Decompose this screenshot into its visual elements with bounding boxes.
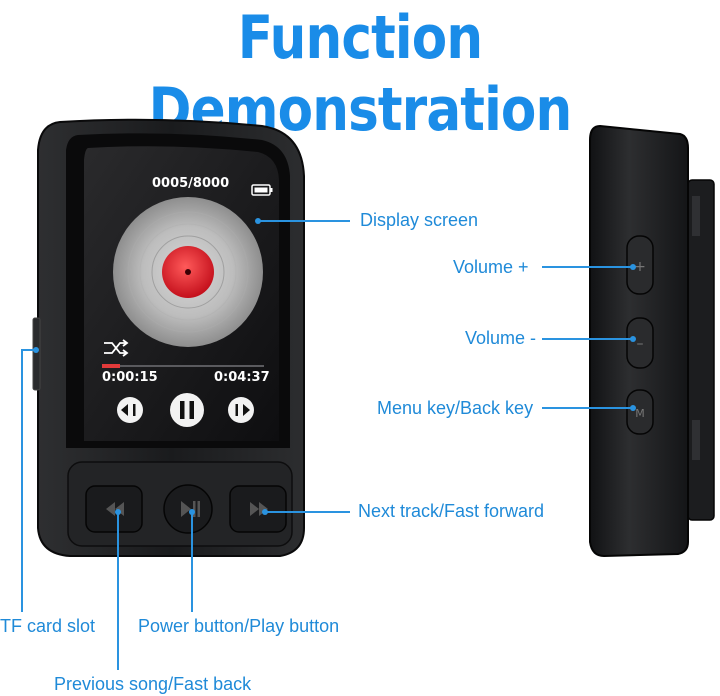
album-disc-icon [113, 197, 263, 347]
callout-lines [21, 220, 633, 670]
total-time: 0:04:37 [214, 370, 270, 385]
label-tf-slot: TF card slot [0, 616, 96, 636]
battery-icon [251, 184, 273, 196]
power-play-button[interactable] [163, 484, 213, 534]
side-device: + – M [589, 124, 715, 558]
svg-text:+: + [634, 259, 646, 275]
track-counter: 0005/8000 [152, 176, 230, 191]
svg-text:–: – [637, 336, 644, 352]
svg-text:M: M [635, 407, 645, 420]
elapsed-time: 0:00:15 [102, 370, 158, 385]
tf-slot [32, 317, 41, 391]
label-volume-up: Volume + [453, 257, 529, 277]
previous-button[interactable] [85, 485, 143, 533]
progress-bar [102, 364, 264, 368]
screen-next-icon [228, 397, 254, 423]
shuffle-icon [104, 339, 129, 357]
front-device [32, 118, 305, 557]
label-power-play: Power button/Play button [138, 616, 340, 636]
screen-pause-icon [170, 393, 204, 427]
label-menu-back: Menu key/Back key [377, 398, 534, 418]
next-button[interactable] [229, 485, 287, 533]
volume-up-button[interactable]: + [626, 235, 654, 295]
menu-back-button[interactable]: M [626, 389, 654, 435]
label-next-track: Next track/Fast forward [358, 501, 545, 521]
volume-down-button[interactable]: – [626, 317, 654, 369]
label-volume-down: Volume - [465, 328, 537, 348]
screen-prev-icon [117, 397, 143, 423]
label-previous-song: Previous song/Fast back [54, 674, 252, 694]
callout-dots [33, 218, 636, 515]
label-display-screen: Display screen [360, 210, 479, 230]
